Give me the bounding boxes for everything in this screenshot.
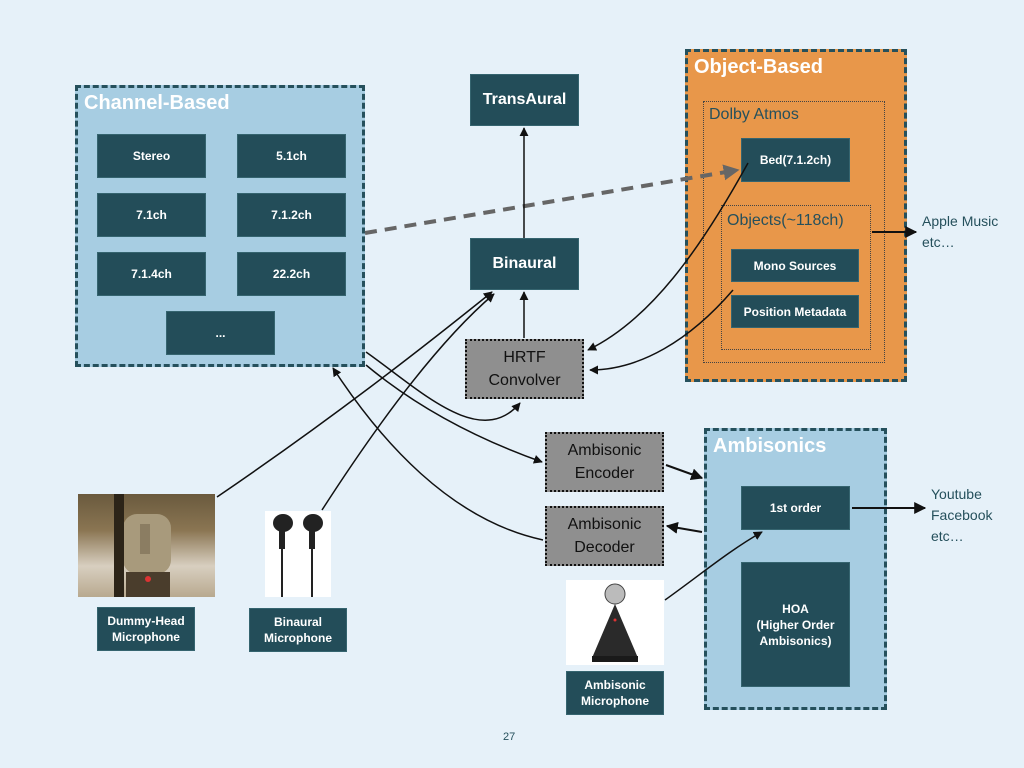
objects-group: Objects(~118ch) (721, 205, 871, 350)
hrtf-convolver[interactable]: HRTF Convolver (465, 339, 584, 399)
ambisonic-mic-to-first-order-arrow (664, 531, 763, 601)
channel-based-title: Channel-Based (84, 92, 230, 114)
mono-sources-node[interactable]: Mono Sources (731, 249, 859, 282)
ambisonic-mic-label[interactable]: Ambisonic Microphone (566, 671, 664, 715)
format-7-1-4ch[interactable]: 7.1.4ch (97, 252, 206, 296)
earphones-icon (273, 514, 323, 597)
ambisonics-output-label: Youtube Facebook etc… (931, 486, 993, 544)
ambisonic-encoder[interactable]: Ambisonic Encoder (545, 432, 664, 492)
page-number: 27 (503, 731, 516, 743)
binaural-mic-label[interactable]: Binaural Microphone (249, 608, 347, 652)
dolby-atmos-title: Dolby Atmos (709, 106, 799, 123)
dummy-head-label[interactable]: Dummy-Head Microphone (97, 607, 195, 651)
binaural-node[interactable]: Binaural (470, 238, 579, 290)
encoder-to-ambisonics-arrow (665, 464, 704, 480)
format-7-1ch[interactable]: 7.1ch (97, 193, 206, 237)
format-7-1-2ch[interactable]: 7.1.2ch (237, 193, 346, 237)
first-order-node[interactable]: 1st order (741, 486, 850, 530)
ambisonic-mic-photo (566, 580, 664, 665)
format-5-1ch[interactable]: 5.1ch (237, 134, 346, 178)
format-more[interactable]: ... (166, 311, 275, 355)
ambisonic-decoder[interactable]: Ambisonic Decoder (545, 506, 664, 566)
binaural-mic-to-binaural-arrow (321, 293, 495, 511)
channel-to-hrtf-arrow (365, 351, 521, 421)
bed-to-hrtf-arrow (587, 162, 749, 351)
object-output-label: Apple Music etc… (922, 213, 999, 250)
format-22-2ch[interactable]: 22.2ch (237, 252, 346, 296)
format-stereo[interactable]: Stereo (97, 134, 206, 178)
dummy-head-to-binaural-arrow (216, 291, 493, 498)
channel-to-bed-dashed-arrow (364, 164, 740, 235)
decoder-to-channel-arrow (332, 367, 544, 541)
bed-node[interactable]: Bed(7.1.2ch) (741, 138, 850, 182)
hoa-node[interactable]: HOA (Higher Order Ambisonics) (741, 562, 850, 687)
dummy-head-icon (114, 494, 171, 597)
dummy-head-photo (78, 494, 215, 597)
ambisonic-mic-icon (592, 583, 638, 662)
channel-to-encoder-arrow (365, 364, 543, 464)
transaural-node[interactable]: TransAural (470, 74, 579, 126)
position-metadata-node[interactable]: Position Metadata (731, 295, 859, 328)
binaural-mic-photo (265, 511, 331, 597)
ambisonics-title: Ambisonics (713, 435, 827, 457)
object-based-title: Object-Based (694, 56, 823, 78)
ambisonics-to-decoder-arrow (665, 521, 703, 534)
objects-to-hrtf-arrow (589, 289, 734, 375)
objects-title: Objects(~118ch) (727, 212, 844, 229)
